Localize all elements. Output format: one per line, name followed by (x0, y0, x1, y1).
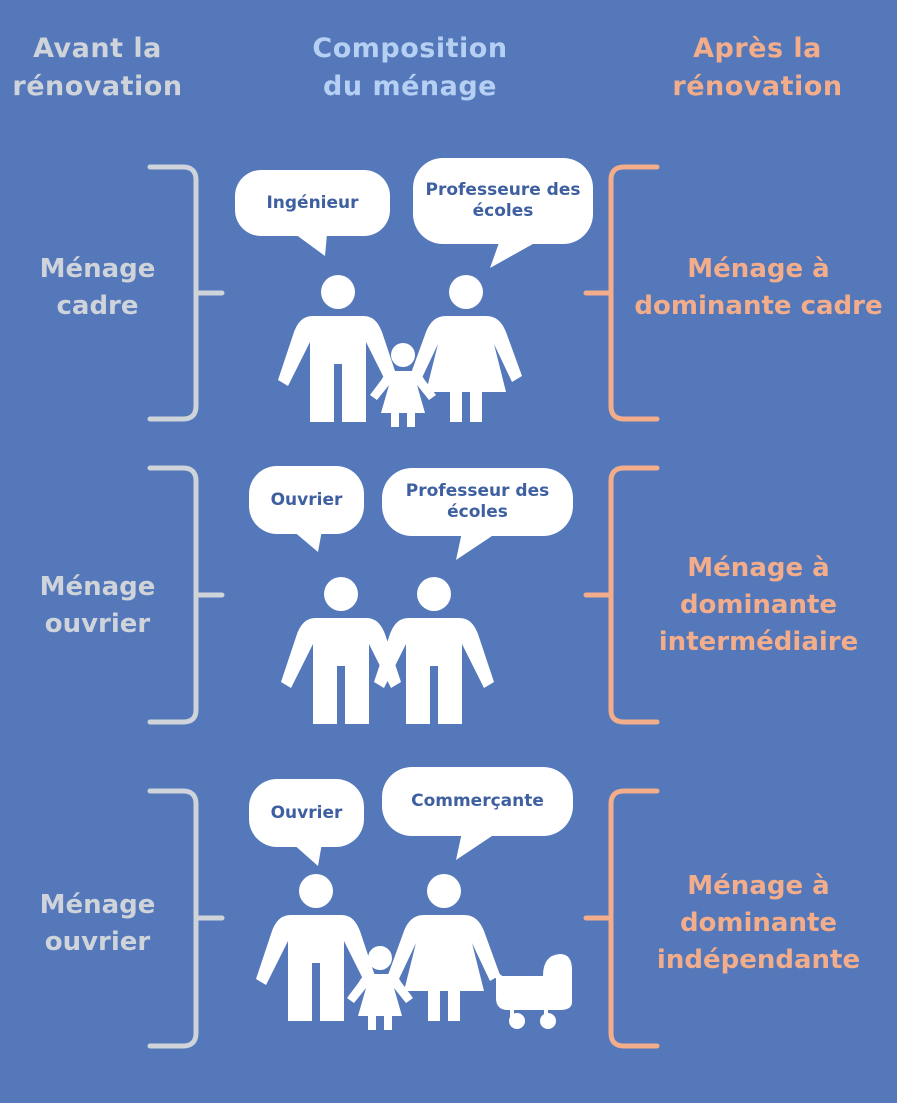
speech-bubble-icon (413, 158, 593, 268)
bracket-right-icon (583, 788, 660, 1049)
bracket-left-icon (147, 465, 225, 725)
bracket-right-icon (583, 465, 660, 725)
speech-bubble-icon (249, 779, 364, 866)
bubble-professeure-des-ecoles: Professeure des écoles (425, 180, 581, 221)
bracket-right-icon (583, 164, 660, 422)
bracket-left-icon (147, 164, 225, 422)
man-icon (278, 275, 398, 422)
header-composition: Composition du ménage (312, 33, 508, 102)
speech-bubble-icon (382, 767, 573, 860)
row2-before-label: Ménage ouvrier (39, 572, 156, 639)
woman-icon (410, 275, 522, 422)
row3-before-label: Ménage ouvrier (39, 890, 156, 957)
row1-before-label: Ménage cadre (39, 254, 156, 321)
bubble-professeur-des-ecoles: Professeur des écoles (405, 481, 550, 522)
row1-after-label: Ménage à dominante cadre (634, 254, 883, 321)
header-before: Avant la rénovation (12, 33, 183, 102)
bubble-ingenieur: Ingénieur (266, 192, 359, 213)
row2-after-label: Ménage à dominante intermédiaire (658, 553, 859, 657)
bubble-ouvrier: Ouvrier (270, 489, 343, 510)
row3-after-label: Ménage à dominante indépendante (656, 871, 861, 975)
man-icon (256, 874, 376, 1021)
speech-bubble-icon (382, 468, 573, 560)
bracket-left-icon (147, 788, 225, 1049)
man-icon (374, 577, 494, 724)
bubble-ouvrier: Ouvrier (270, 802, 343, 823)
bubble-commercante: Commerçante (411, 791, 544, 811)
man-icon (281, 577, 401, 724)
header-after: Après la rénovation (672, 33, 843, 102)
speech-bubble-icon (235, 170, 390, 256)
speech-bubble-icon (249, 466, 364, 552)
stroller-icon (485, 954, 572, 1029)
